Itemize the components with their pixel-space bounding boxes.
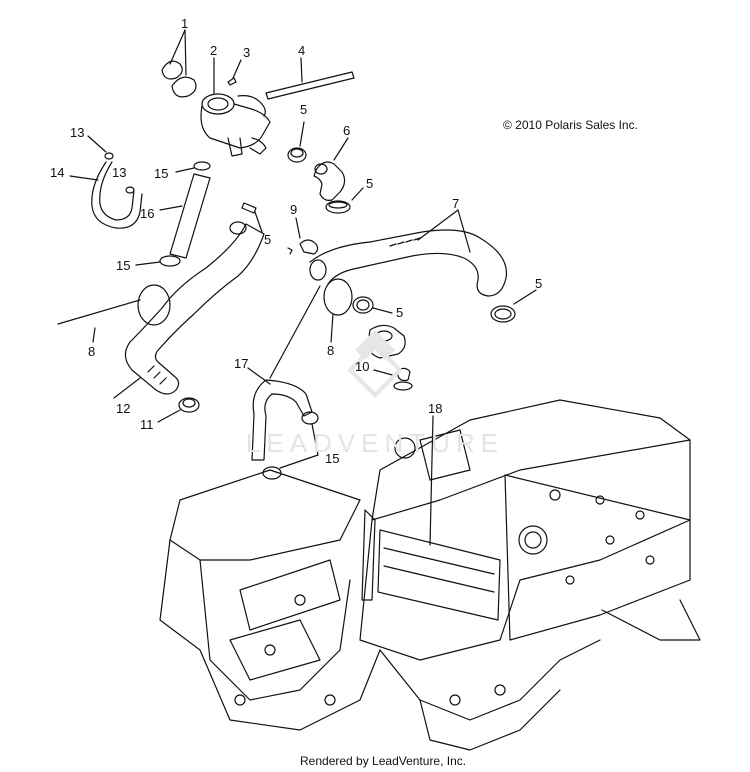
footer-credit: Rendered by LeadVenture, Inc. [300,754,467,768]
part-16-hose [159,173,211,259]
callout-8b: 8 [327,343,335,358]
part-12-lower-hose [113,221,265,399]
watermark-text: LEADVENTURE [246,428,504,458]
callout-5b: 5 [366,176,374,191]
callout-7: 7 [452,196,460,211]
callout-2: 2 [210,43,218,58]
part-15-clamps [135,161,319,480]
part-4-rod [265,57,355,100]
callout-11: 11 [140,417,154,432]
part-2-reservoir [200,57,271,157]
callout-5c: 5 [264,232,272,247]
callout-18: 18 [428,401,443,416]
callout-17: 17 [234,356,249,371]
callout-6: 6 [343,123,351,138]
part-11-clamp [157,397,200,423]
callout-14: 14 [50,165,65,180]
part-13-14-small-hose [69,135,143,229]
callout-10: 10 [355,359,370,374]
callout-4: 4 [298,43,306,58]
part-18-radiator-frame [159,399,701,751]
callout-8a: 8 [88,344,96,359]
callout-3: 3 [243,45,251,60]
callout-12: 12 [116,401,131,416]
copyright-notice: © 2010 Polaris Sales Inc. [503,118,638,132]
callout-13b: 13 [112,165,127,180]
watermark-logo: LEADVENTURE [246,330,504,458]
callout-15b: 15 [116,258,131,273]
callout-13a: 13 [70,125,85,140]
part-5-clamps [241,121,537,323]
callout-9: 9 [290,202,298,217]
callout-5d: 5 [535,276,543,291]
callout-15c: 15 [325,451,340,466]
part-1-cap [161,29,197,98]
callout-1: 1 [181,16,189,31]
callout-15a: 15 [154,166,169,181]
callout-5a: 5 [300,102,308,117]
part-17-hose [247,367,313,461]
part-9-clamp [287,217,319,255]
callout-16: 16 [140,206,155,221]
part-6-elbow [313,137,349,201]
callout-5e: 5 [396,305,404,320]
part-7-upper-hose [309,209,508,297]
part-8-sleeves [57,278,353,379]
part-3-screw [227,59,242,86]
